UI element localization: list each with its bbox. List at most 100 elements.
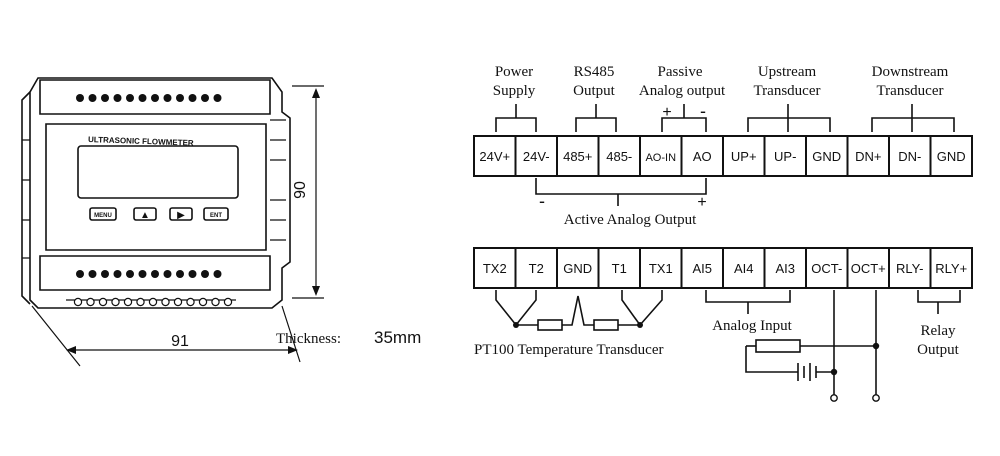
passive-plus-sign: + — [662, 104, 671, 121]
terminal-24v-plus-0: 24V+ — [479, 149, 510, 164]
screw-dot — [213, 270, 222, 278]
oct-wiring — [745, 290, 880, 402]
analog-input-bracket: Analog Input — [705, 290, 793, 334]
width-value: 91 — [171, 333, 189, 350]
lower-screw-row — [76, 270, 222, 278]
downstream-label-2: Transducer — [877, 83, 944, 99]
height-dimension: 90 — [292, 85, 324, 299]
menu-button-label: MENU — [94, 213, 112, 219]
pt100-resistor-2 — [593, 319, 619, 331]
screw-hole — [136, 297, 145, 307]
screw-dot — [201, 270, 209, 278]
screw-hole — [98, 297, 108, 307]
downstream-label-1: Downstream — [872, 64, 949, 80]
terminal-oct-minus-8: OCT- — [811, 261, 842, 276]
menu-button — [89, 207, 117, 221]
terminal-24v-minus-1: 24V- — [523, 149, 550, 164]
bottom-screw-row — [66, 297, 236, 307]
terminal-up-minus-7: UP- — [774, 149, 796, 164]
terminal-rly-minus-10: RLY- — [896, 261, 923, 276]
screw-dot — [88, 94, 97, 102]
terminal-gnd-2: GND — [563, 261, 592, 276]
terminal-t1-3: T1 — [612, 261, 627, 276]
screw-dot — [163, 270, 172, 278]
width-dimension: 91 — [31, 305, 301, 367]
up-button — [133, 207, 157, 221]
active-minus-sign: - — [539, 191, 545, 211]
active-plus-sign: + — [697, 194, 706, 211]
screw-dot — [151, 94, 159, 102]
screw-dot — [163, 94, 172, 102]
screw-hole — [186, 297, 195, 307]
screw-dot — [101, 270, 109, 278]
screw-hole — [148, 297, 158, 307]
terminal-up-plus-6: UP+ — [731, 149, 757, 164]
terminal-485-minus-3: 485- — [606, 149, 632, 164]
terminal-dn-minus-10: DN- — [898, 149, 921, 164]
top-screw-row — [76, 94, 222, 102]
ent-button — [203, 207, 229, 221]
top-brackets — [495, 104, 955, 132]
screw-dot — [126, 94, 134, 102]
screw-hole — [123, 297, 133, 307]
passive-minus-sign: - — [700, 101, 706, 121]
thickness-value: 35mm — [374, 328, 421, 347]
screw-hole — [111, 297, 120, 307]
relay-label-1: Relay — [921, 323, 956, 339]
analog-input-label: Analog Input — [712, 318, 792, 334]
screw-dot — [188, 94, 197, 102]
power-supply-label-2: Supply — [493, 83, 536, 99]
screw-dot — [76, 94, 84, 102]
terminal-ao-5: AO — [693, 149, 712, 164]
top-group-labels: Power Supply RS485 Output Passive Analog… — [493, 64, 949, 99]
screw-dot — [113, 270, 122, 278]
terminal-gnd-8: GND — [812, 149, 841, 164]
battery-icon — [797, 363, 817, 381]
passive-analog-label-1: Passive — [658, 64, 703, 80]
passive-analog-label-2: Analog output — [639, 83, 726, 99]
screw-hole — [211, 297, 220, 307]
terminal-tx1-4: TX1 — [649, 261, 673, 276]
screw-dot — [176, 94, 184, 102]
screw-hole — [198, 297, 208, 307]
ent-button-label: ENT — [210, 213, 222, 219]
screw-dot — [138, 94, 147, 102]
rs485-label-2: Output — [573, 83, 616, 99]
active-analog-label: Active Analog Output — [564, 212, 697, 228]
terminal-485-plus-2: 485+ — [563, 149, 592, 164]
screw-hole — [161, 297, 170, 307]
screw-hole — [86, 297, 95, 307]
screw-dot — [76, 270, 84, 278]
screw-dot — [126, 270, 134, 278]
terminal-ao-in-4: AO-IN — [645, 152, 676, 164]
screw-dot — [201, 94, 209, 102]
terminal-oct-plus-9: OCT+ — [851, 261, 886, 276]
upstream-label-1: Upstream — [758, 64, 817, 80]
screw-hole — [173, 297, 183, 307]
active-analog-bracket: - + Active Analog Output — [535, 178, 707, 228]
screw-dot — [213, 94, 222, 102]
terminal-dn-plus-9: DN+ — [855, 149, 881, 164]
relay-label-2: Output — [917, 342, 960, 358]
oct-resistor — [755, 339, 801, 353]
screw-dot — [101, 94, 109, 102]
screw-dot — [138, 270, 147, 278]
power-supply-label-1: Power — [495, 64, 533, 80]
terminal-t2-1: T2 — [529, 261, 544, 276]
screw-dot — [151, 270, 159, 278]
terminal-tx2-0: TX2 — [483, 261, 507, 276]
terminal-ai3-7: AI3 — [775, 261, 795, 276]
thickness-label: Thickness: — [276, 331, 341, 347]
panel-buttons: MENU ▲ ▶ ENT — [89, 207, 229, 221]
height-value: 90 — [292, 181, 309, 199]
screw-hole — [223, 297, 233, 307]
device-drawing: ULTRASONIC FLOWMETER MENU ▲ ▶ ENT 90 — [21, 77, 421, 367]
pt100-resistor-1 — [537, 319, 563, 331]
screw-dot — [188, 270, 197, 278]
right-button — [169, 207, 193, 221]
